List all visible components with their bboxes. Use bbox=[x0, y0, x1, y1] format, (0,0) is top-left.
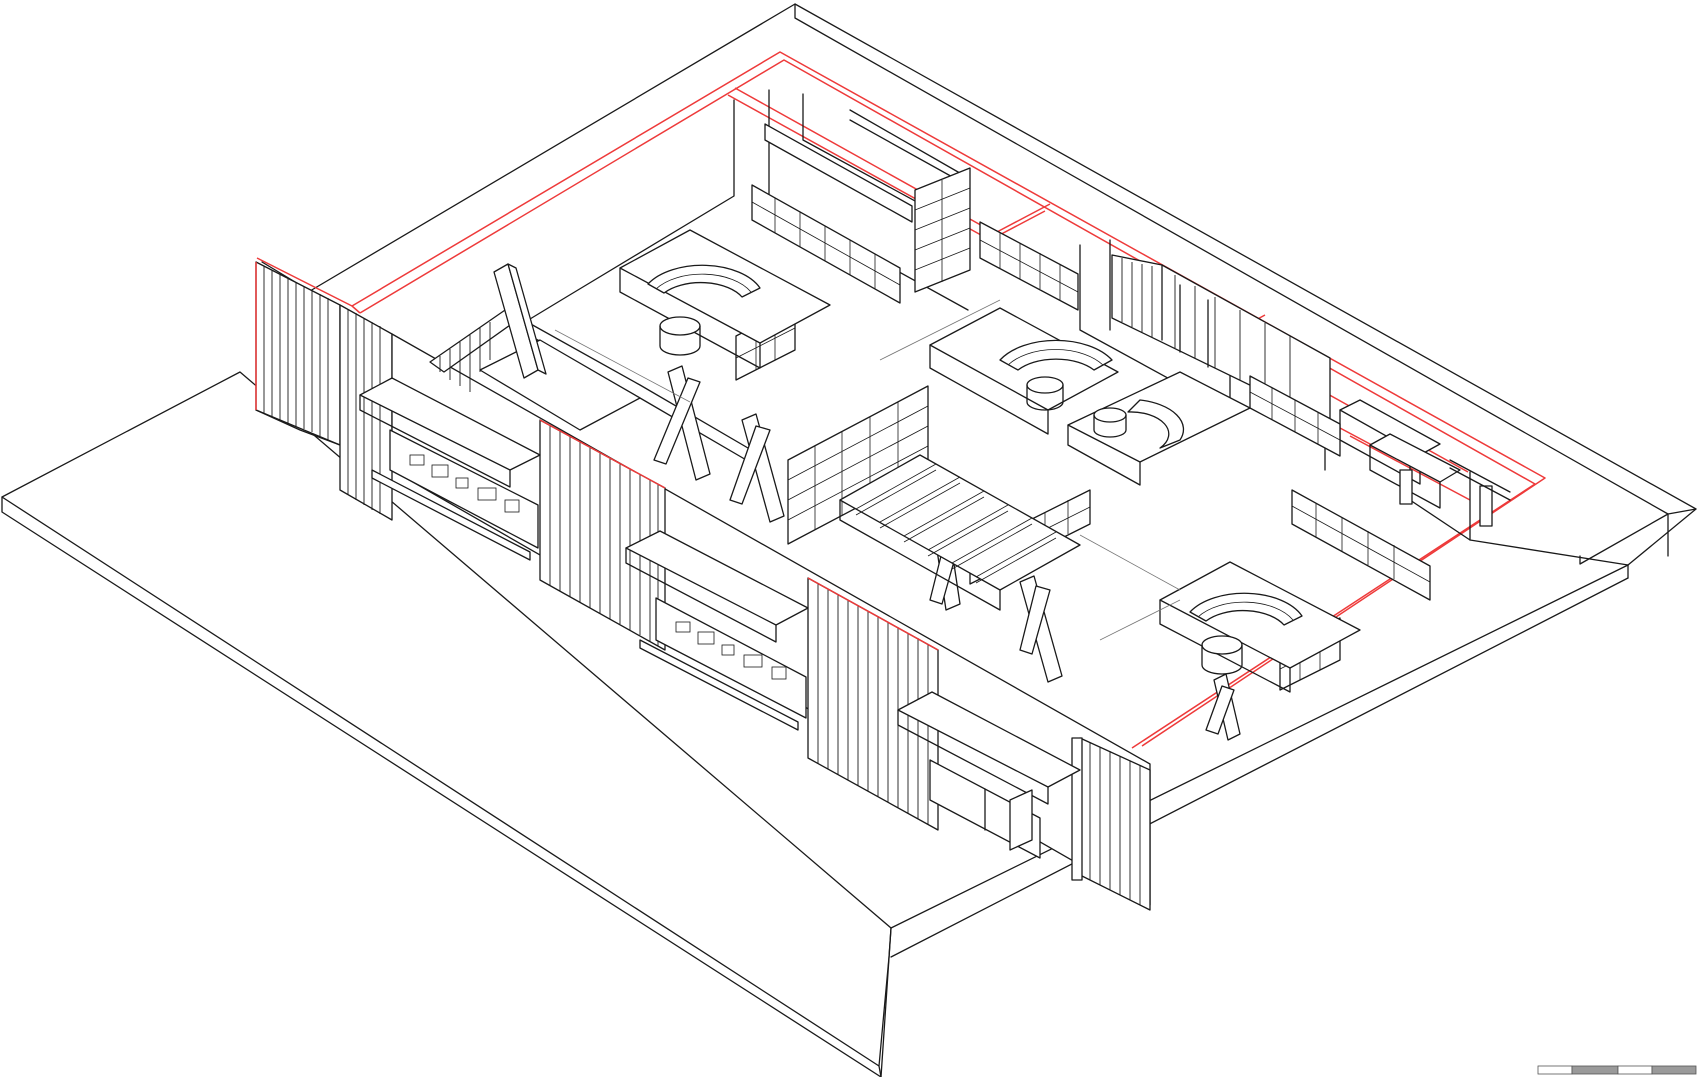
central-stair bbox=[839, 454, 1081, 611]
x-shaped-brace-columns bbox=[493, 263, 1241, 741]
semicircular-seating-pits bbox=[619, 229, 1361, 693]
bookshelves bbox=[735, 123, 1431, 691]
service-rooms bbox=[1339, 399, 1511, 527]
awning-canopies bbox=[359, 377, 1081, 805]
ground-slab bbox=[1, 371, 1629, 1077]
floor-guides bbox=[554, 299, 1181, 641]
scale-bar bbox=[1537, 1065, 1697, 1075]
display-windows bbox=[371, 429, 1041, 859]
